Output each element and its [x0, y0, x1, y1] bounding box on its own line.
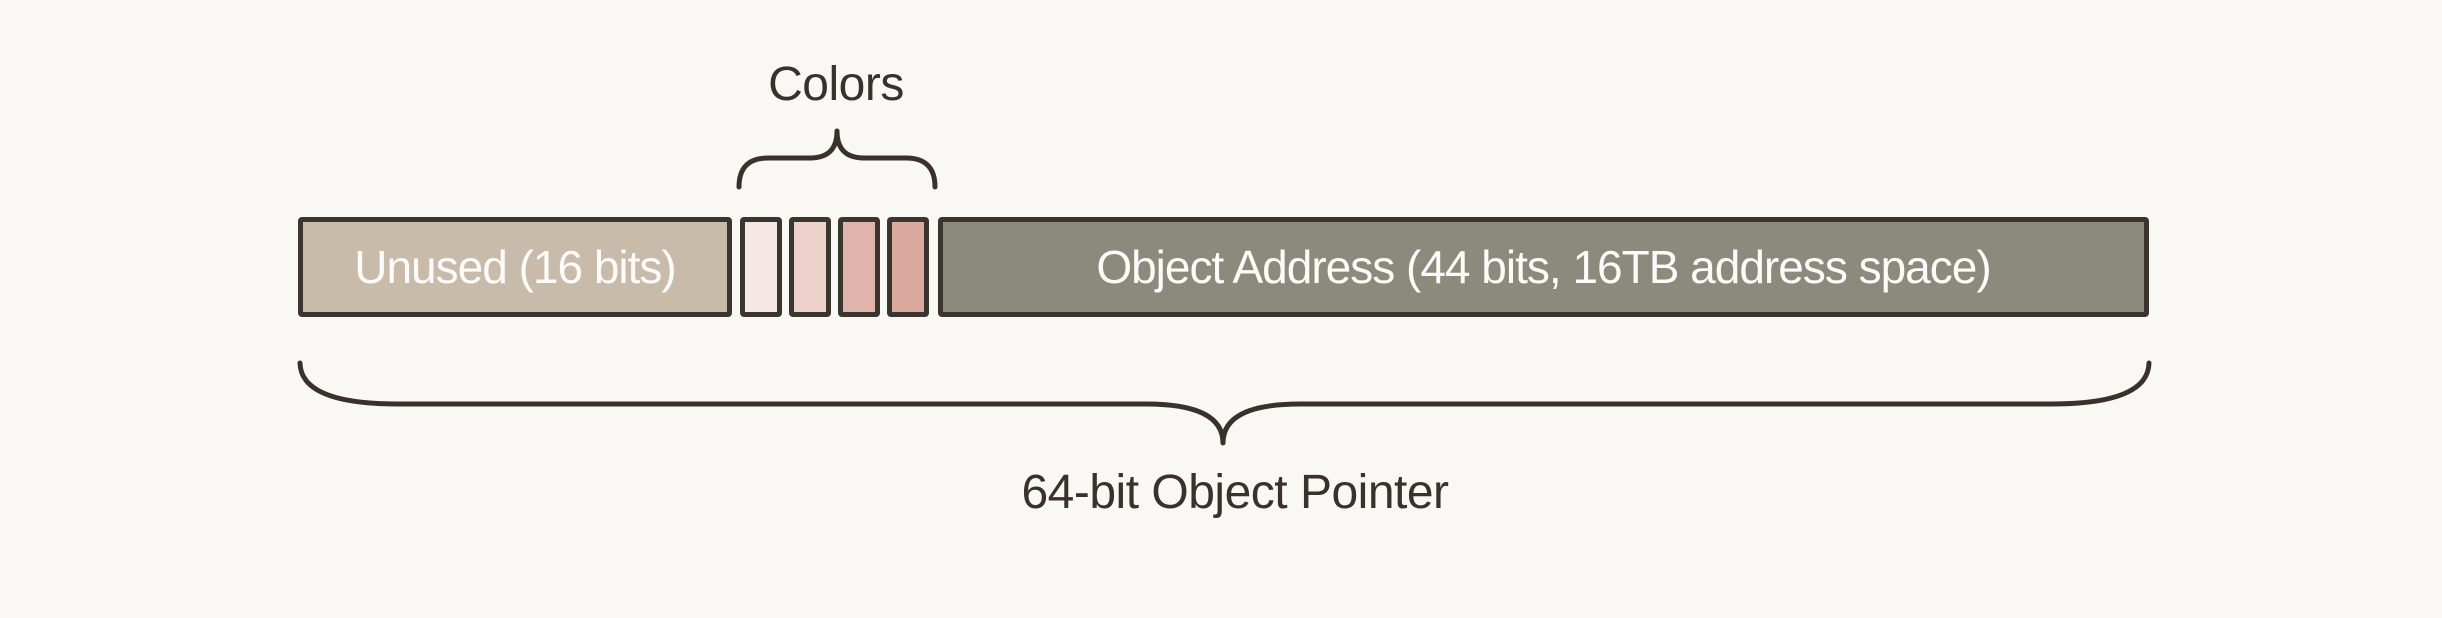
- unused-field-label: Unused (16 bits): [354, 241, 676, 293]
- color-bit-4: [887, 217, 929, 317]
- object-address-field: Object Address (44 bits, 16TB address sp…: [938, 217, 2149, 317]
- pointer-brace-icon: [297, 360, 2152, 446]
- unused-field: Unused (16 bits): [298, 217, 732, 317]
- color-bit-3: [838, 217, 880, 317]
- colors-brace-icon: [736, 128, 938, 190]
- color-bit-2: [789, 217, 831, 317]
- color-bit-1: [740, 217, 782, 317]
- object-address-field-label: Object Address (44 bits, 16TB address sp…: [1096, 241, 1991, 293]
- colors-label: Colors: [768, 58, 904, 111]
- pointer-label: 64-bit Object Pointer: [1021, 466, 1449, 519]
